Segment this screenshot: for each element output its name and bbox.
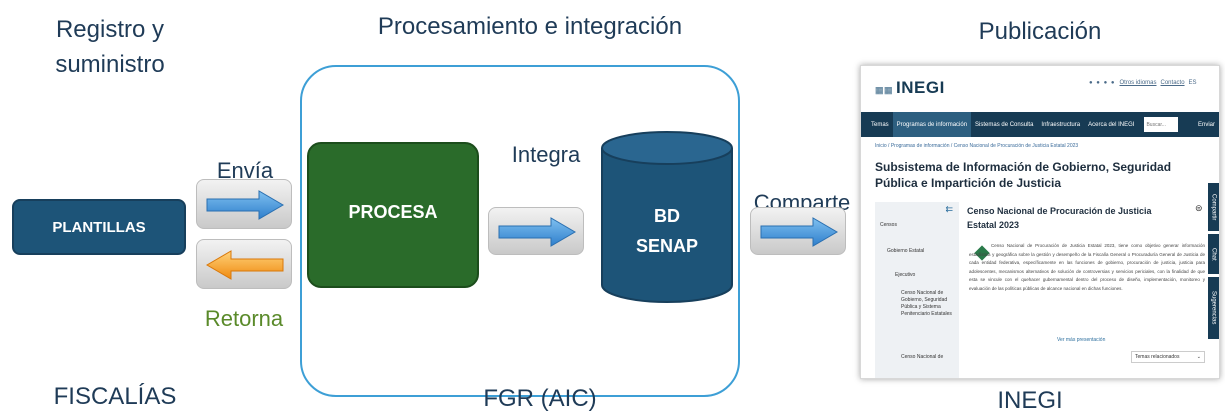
sidebar-item-censos[interactable]: Censos xyxy=(880,222,897,228)
integra-label: Integra xyxy=(511,142,581,167)
db-label-1: BD xyxy=(654,206,680,226)
social-icons: ● ● ● ● xyxy=(1089,80,1116,86)
related-select[interactable]: Temas relacionados ⌄ xyxy=(1131,351,1205,363)
right-arrow-icon xyxy=(498,217,576,247)
right-arrow-icon xyxy=(760,217,838,247)
top-link-contacto[interactable]: Contacto xyxy=(1160,80,1185,86)
more-link[interactable]: Ver más presentación xyxy=(1057,337,1106,343)
nav-acerca[interactable]: Acerca del INEGI xyxy=(1088,121,1135,128)
comparte-arrow-box xyxy=(750,207,846,255)
sidebar-item-ejecutivo[interactable]: Ejecutivo xyxy=(895,272,916,278)
sidebar-item-gobierno[interactable]: Gobierno Estatal xyxy=(887,248,925,254)
publicacion-title: Publicación xyxy=(978,18,1102,45)
retorna-arrow-box xyxy=(196,239,292,289)
sidebar-item-censo-nac[interactable]: Censo Nacional de xyxy=(901,354,944,360)
sidebar: ⇇ Censos Gobierno Estatal Ejecutivo Cens… xyxy=(875,202,959,378)
side-tab-compartir[interactable]: Compartir xyxy=(1208,183,1219,231)
retorna-label: Retorna xyxy=(204,306,284,331)
envia-arrow-box xyxy=(196,179,292,229)
top-link-idiomas[interactable]: Otros idiomas xyxy=(1119,80,1157,86)
nav-programas[interactable]: Programas de información xyxy=(892,112,972,137)
top-links: ● ● ● ● Otros idiomas Contacto ES xyxy=(1089,80,1197,86)
left-arrow-icon xyxy=(206,250,284,280)
nav-temas[interactable]: Temas xyxy=(871,121,889,128)
send-button[interactable]: Enviar xyxy=(1197,121,1215,128)
page-heading: Subsistema de Información de Gobierno, S… xyxy=(875,160,1172,190)
inegi-label: INEGI xyxy=(997,387,1063,414)
chevron-down-icon: ⌄ xyxy=(1196,354,1201,360)
nav-infraestructura[interactable]: Infraestructura xyxy=(1041,121,1081,128)
registro-title: Registro y suministro xyxy=(55,16,165,78)
db-cylinder xyxy=(600,130,734,305)
inegi-logo: ▦▦ INEGI xyxy=(875,78,945,97)
fgr-container xyxy=(300,65,740,397)
sidebar-item-censo-gob[interactable]: Censo Nacional de Gobierno, Seguridad Pú… xyxy=(901,290,952,317)
plantillas-node: PLANTILLAS xyxy=(12,199,186,255)
sidebar-toggle-icon[interactable]: ⇇ xyxy=(945,204,953,214)
top-link-lang[interactable]: ES xyxy=(1188,80,1197,86)
procesa-label: PROCESA xyxy=(348,202,438,222)
db-label-2: SENAP xyxy=(635,236,698,256)
article-title: Censo Nacional de Procuración de Justici… xyxy=(967,206,1152,230)
fgr-label: FGR (AIC) xyxy=(483,385,597,412)
procesamiento-title: Procesamiento e integración xyxy=(377,13,683,40)
database-icon xyxy=(601,131,733,303)
procesa-node: PROCESA xyxy=(307,142,479,288)
plantillas-label: PLANTILLAS xyxy=(52,218,146,236)
inegi-website-screenshot: ▦▦ INEGI ● ● ● ● Otros idiomas Contacto … xyxy=(860,65,1220,379)
article-body: Censo Nacional de Procuración de Justici… xyxy=(969,243,1205,291)
side-tab-chat[interactable]: Chat xyxy=(1208,234,1219,274)
right-arrow-icon xyxy=(206,190,284,220)
search-input[interactable] xyxy=(1144,117,1179,132)
inegi-navbar: Temas Programas de información Sistemas … xyxy=(861,112,1219,137)
breadcrumb: Inicio / Programas de información / Cens… xyxy=(875,143,1079,149)
print-icon[interactable]: ⊜ xyxy=(1195,203,1203,213)
fiscalias-label: FISCALÍAS xyxy=(53,383,177,410)
related-select-label: Temas relacionados xyxy=(1135,354,1180,360)
nav-sistemas[interactable]: Sistemas de Consulta xyxy=(975,121,1034,128)
integra-arrow-box xyxy=(488,207,584,255)
side-tab-sugerencias[interactable]: Sugerencias xyxy=(1208,277,1219,339)
envia-label: Envía xyxy=(216,158,274,183)
